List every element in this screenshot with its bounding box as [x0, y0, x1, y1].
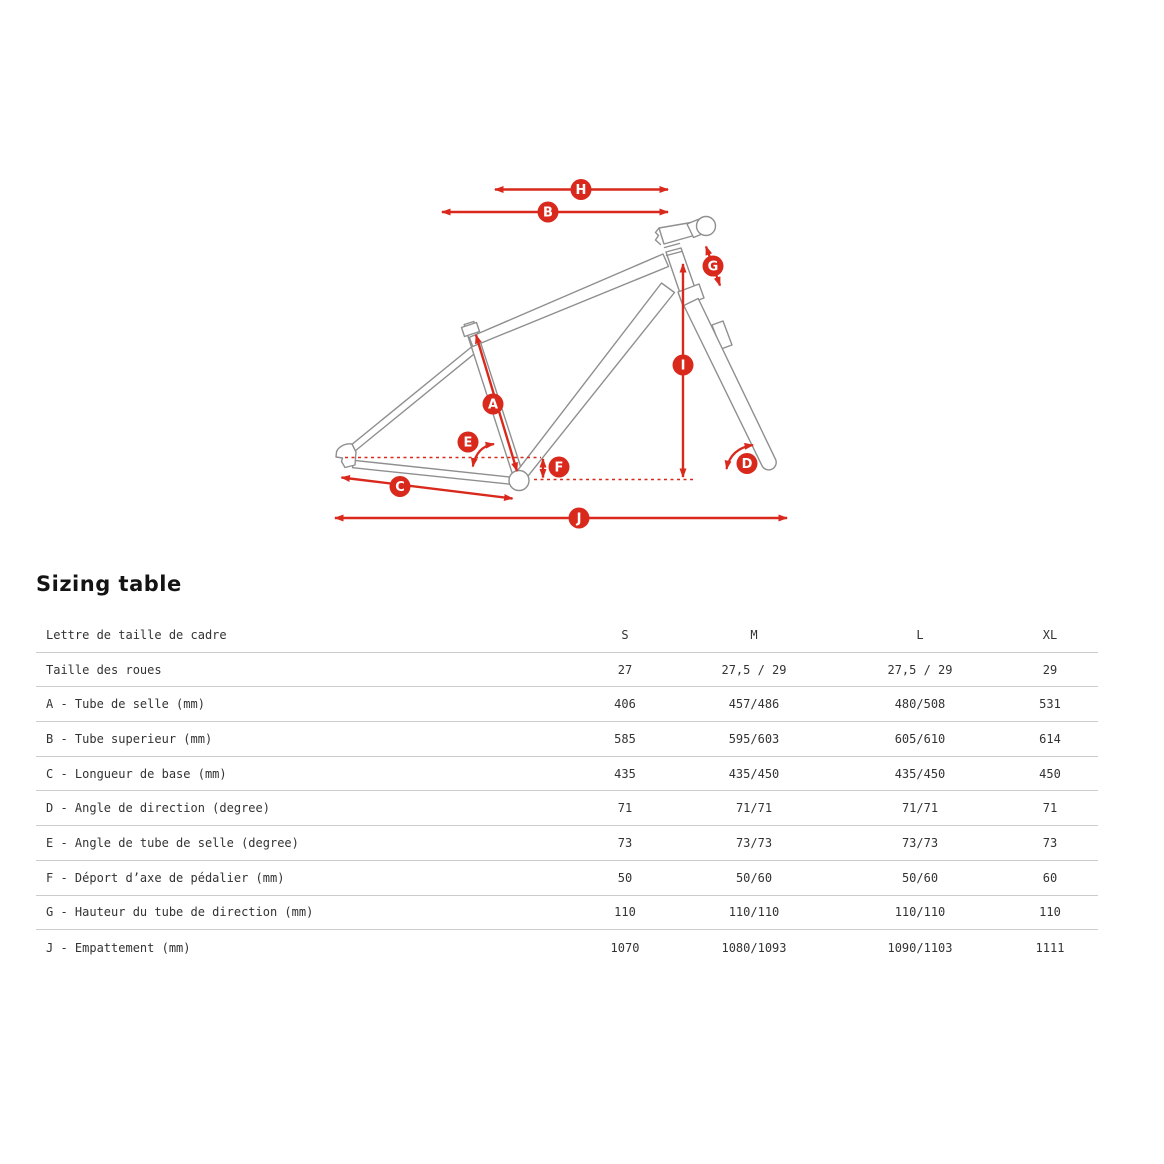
cell-xl: 531: [1039, 697, 1061, 712]
header-size-m: M: [750, 627, 758, 642]
headset-spacer: [663, 242, 681, 249]
dim-badge-J: J: [568, 507, 590, 529]
cell-s: 110: [614, 905, 636, 920]
dim-letter-E: E: [464, 436, 473, 451]
header-size-l: L: [916, 627, 924, 642]
dim-badge-G: G: [702, 255, 724, 277]
table-row-wheelbase: J - Empattement (mm) 1070 1080/1093 1090…: [36, 930, 1098, 965]
bike-geometry-diagram: H B G I A E F: [334, 179, 788, 529]
dim-letter-F: F: [555, 461, 564, 476]
dim-letter-I: I: [681, 359, 686, 374]
row-label: A - Tube de selle (mm): [46, 697, 205, 712]
header-size-xl: XL: [1042, 627, 1058, 642]
cell-m: 1080/1093: [721, 940, 787, 955]
cell-m: 595/603: [728, 731, 780, 746]
row-label: F - Déport d’axe de pédalier (mm): [46, 870, 285, 885]
sizing-table: Lettre de taille de cadre S M L XL Taill…: [36, 618, 1098, 965]
cell-m: 110/110: [728, 905, 780, 920]
dim-badge-C: C: [389, 476, 411, 497]
cell-m: 27,5 / 29: [721, 662, 787, 677]
cell-m: 71/71: [735, 801, 773, 816]
cell-s: 435: [614, 766, 636, 781]
top-tube: [468, 253, 670, 348]
cell-s: 50: [617, 870, 633, 885]
dim-arrow-C: [340, 475, 514, 501]
table-row-head-tube-height: G - Hauteur du tube de direction (mm) 11…: [36, 896, 1098, 931]
dim-badge-I: I: [672, 354, 694, 376]
cell-xl: 614: [1039, 731, 1061, 746]
cell-xl: 60: [1042, 870, 1058, 885]
cell-s: 585: [614, 731, 636, 746]
cell-l: 435/450: [894, 766, 946, 781]
cell-l: 480/508: [894, 697, 946, 712]
cell-xl: 71: [1042, 801, 1058, 816]
cell-xl: 110: [1039, 905, 1061, 920]
table-header-row: Lettre de taille de cadre S M L XL: [36, 618, 1098, 653]
dim-badge-D: D: [736, 453, 758, 474]
seat-stay: [346, 346, 478, 454]
row-label: E - Angle de tube de selle (degree): [46, 835, 299, 850]
handlebar-grip: [695, 215, 717, 237]
cell-l: 110/110: [894, 905, 946, 920]
bottom-bracket: [508, 469, 530, 492]
dim-badge-F: F: [548, 456, 570, 478]
row-label: G - Hauteur du tube de direction (mm): [46, 905, 314, 920]
cell-s: 406: [614, 697, 636, 712]
dim-letter-C: C: [395, 480, 405, 495]
row-label: C - Longueur de base (mm): [46, 766, 227, 781]
header-label: Lettre de taille de cadre: [46, 627, 227, 642]
cell-m: 435/450: [728, 766, 780, 781]
headset-spacer: [665, 250, 683, 257]
stem-faceplate: [654, 227, 662, 246]
cell-l: 50/60: [901, 870, 939, 885]
rear-dropout: [335, 443, 357, 469]
cell-s: 27: [617, 662, 633, 677]
dim-arc-D: [724, 442, 754, 470]
sizing-table-heading: Sizing table: [36, 572, 182, 596]
dim-letter-J: J: [576, 512, 582, 527]
row-label: Taille des roues: [46, 662, 162, 677]
table-row-seat-tube: A - Tube de selle (mm) 406 457/486 480/5…: [36, 687, 1098, 723]
dimension-badges: H B G I A E F: [389, 179, 758, 529]
cell-xl: 73: [1042, 835, 1058, 850]
table-row-top-tube: B - Tube superieur (mm) 585 595/603 605/…: [36, 722, 1098, 757]
fork-leg: [683, 297, 777, 471]
cell-xl: 1111: [1035, 940, 1065, 955]
table-row-wheel-size: Taille des roues 27 27,5 / 29 27,5 / 29 …: [36, 653, 1098, 688]
dim-badge-A: A: [482, 393, 504, 415]
cell-xl: 29: [1042, 662, 1058, 677]
dim-badge-H: H: [570, 179, 592, 200]
cell-s: 73: [617, 835, 633, 850]
cell-l: 605/610: [894, 731, 946, 746]
dim-letter-D: D: [742, 457, 753, 472]
cell-s: 71: [617, 801, 633, 816]
header-size-s: S: [621, 627, 629, 642]
table-row-chainstay: C - Longueur de base (mm) 435 435/450 43…: [36, 757, 1098, 792]
table-row-head-angle: D - Angle de direction (degree) 71 71/71…: [36, 791, 1098, 827]
dim-arc-E: [470, 441, 495, 468]
row-label: B - Tube superieur (mm): [46, 731, 213, 746]
cell-m: 73/73: [735, 835, 773, 850]
dim-letter-B: B: [543, 206, 553, 221]
dim-letter-H: H: [576, 183, 587, 198]
cell-xl: 450: [1039, 766, 1061, 781]
table-row-seat-angle: E - Angle de tube de selle (degree) 73 7…: [36, 826, 1098, 861]
cell-m: 50/60: [735, 870, 773, 885]
row-label: D - Angle de direction (degree): [46, 801, 270, 816]
seatpost-collar: [460, 321, 481, 338]
cell-s: 1070: [610, 940, 640, 955]
cell-l: 71/71: [901, 801, 939, 816]
dim-letter-G: G: [708, 260, 719, 275]
cell-l: 73/73: [901, 835, 939, 850]
dim-letter-A: A: [488, 398, 498, 413]
cell-l: 1090/1103: [887, 940, 953, 955]
row-label: J - Empattement (mm): [46, 940, 191, 955]
cell-l: 27,5 / 29: [887, 662, 953, 677]
table-row-bb-drop: F - Déport d’axe de pédalier (mm) 50 50/…: [36, 861, 1098, 896]
dim-badge-E: E: [457, 431, 479, 453]
dim-badge-B: B: [537, 201, 559, 223]
cell-m: 457/486: [728, 697, 780, 712]
